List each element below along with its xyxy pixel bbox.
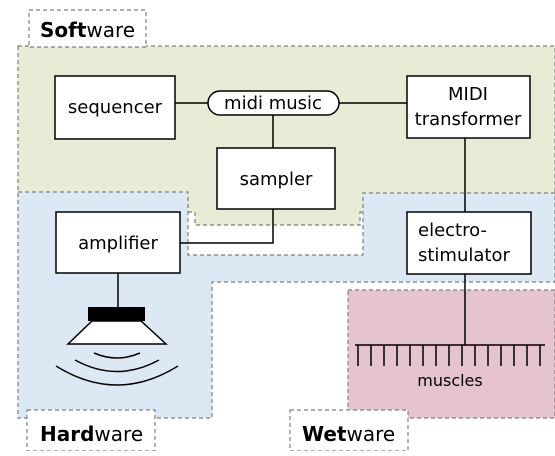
software-tag: Software [28,9,147,48]
svg-text:Software: Software [40,18,135,42]
amplifier-label: amplifier [78,233,158,254]
svg-text:Wetware: Wetware [302,422,395,446]
electrostimulator-label-line1: electro- [418,220,487,241]
wetware-region [347,289,555,419]
electrostimulator-node: electro- stimulator [406,211,532,275]
amplifier-node: amplifier [55,211,181,274]
midi-transformer-label-line1: MIDI [448,84,488,105]
midi-music-node: midi music [207,90,340,116]
sampler-label: sampler [240,169,313,190]
sampler-node: sampler [216,147,336,210]
electrode-comb-icon [355,344,545,366]
midi-transformer-node: MIDI transformer [406,75,531,139]
hardware-label-bold: Hard [40,422,94,446]
software-label-bold: Soft [40,18,87,42]
wetware-label-bold: Wet [302,422,347,446]
midi-music-label: midi music [224,93,322,114]
sequencer-label: sequencer [68,97,163,118]
wetware-tag: Wetware [289,409,409,452]
speaker-icon [55,307,179,386]
wire-sampler-amplifier [180,209,274,244]
electrostimulator-label-line2: stimulator [418,245,510,266]
wetware-label-rest: ware [346,422,395,446]
muscles-label: muscles [417,371,482,390]
sequencer-node: sequencer [54,75,176,140]
midi-transformer-label-line2: transformer [415,109,522,130]
hardware-label-rest: ware [94,422,143,446]
hardware-tag: Hardware [26,409,156,452]
svg-text:Hardware: Hardware [40,422,143,446]
software-label-rest: ware [86,18,135,42]
